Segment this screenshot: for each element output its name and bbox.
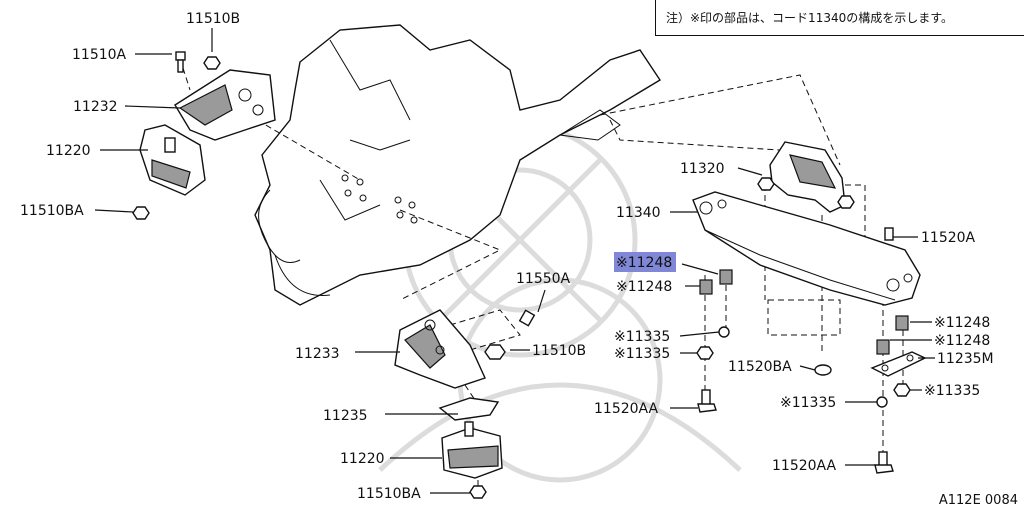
bracket-11233 [394,309,486,389]
note-text: 注）※印の部品は、コード11340の構成を示します。 [666,11,954,25]
insulator-11220-top [139,124,206,196]
diagram-code: A112E 0084 [938,493,1018,508]
label-11335-r2[interactable]: ※11335 [780,395,836,411]
leader-lines [94,28,935,494]
fasteners-right [696,177,927,474]
label-11520BA[interactable]: 11520BA [728,359,792,375]
crossmember-11340 [692,191,921,306]
label-11340[interactable]: 11340 [616,205,661,221]
label-11510A[interactable]: 11510A [72,47,127,63]
label-11248-r2[interactable]: ※11248 [934,333,990,349]
label-11335-r1[interactable]: ※11335 [924,383,980,399]
label-11220-bottom[interactable]: 11220 [340,451,385,467]
label-11510B-mid[interactable]: 11510B [532,343,586,359]
label-11235M[interactable]: 11235M [937,351,994,367]
note-box: 注）※印の部品は、コード11340の構成を示します。 [655,0,1024,36]
fasteners-lower-left [469,309,536,499]
label-11520AA-right[interactable]: 11520AA [772,458,837,474]
label-11320[interactable]: 11320 [680,161,725,177]
label-11510B-top[interactable]: 11510B [186,11,240,27]
label-11520A[interactable]: 11520A [921,230,976,246]
label-11248-a[interactable]: ※11248 [616,279,672,295]
selected-label-highlight [614,252,676,272]
label-11510BA-bottom[interactable]: 11510BA [357,486,421,502]
bracket-11232 [174,69,276,141]
bracket-11320 [769,141,846,213]
label-11510BA-top[interactable]: 11510BA [20,203,84,219]
label-11232[interactable]: 11232 [73,99,118,115]
part-labels: 11510B 11510A 11232 11220 11510BA 11550A… [20,11,994,502]
label-11550A[interactable]: 11550A [516,271,571,287]
label-11335-a[interactable]: ※11335 [614,329,670,345]
engine-transmission-outline [254,24,661,306]
label-11235[interactable]: 11235 [323,408,368,424]
label-11335-b[interactable]: ※11335 [614,346,670,362]
label-11220-top[interactable]: 11220 [46,143,91,159]
label-11520AA-left[interactable]: 11520AA [594,401,659,417]
fasteners-upper-left [132,51,221,220]
label-11248-r1[interactable]: ※11248 [934,315,990,331]
label-11233[interactable]: 11233 [295,346,340,362]
insulator-11220-bottom [441,421,503,479]
label-11248-selected[interactable]: ※11248 [616,255,672,271]
